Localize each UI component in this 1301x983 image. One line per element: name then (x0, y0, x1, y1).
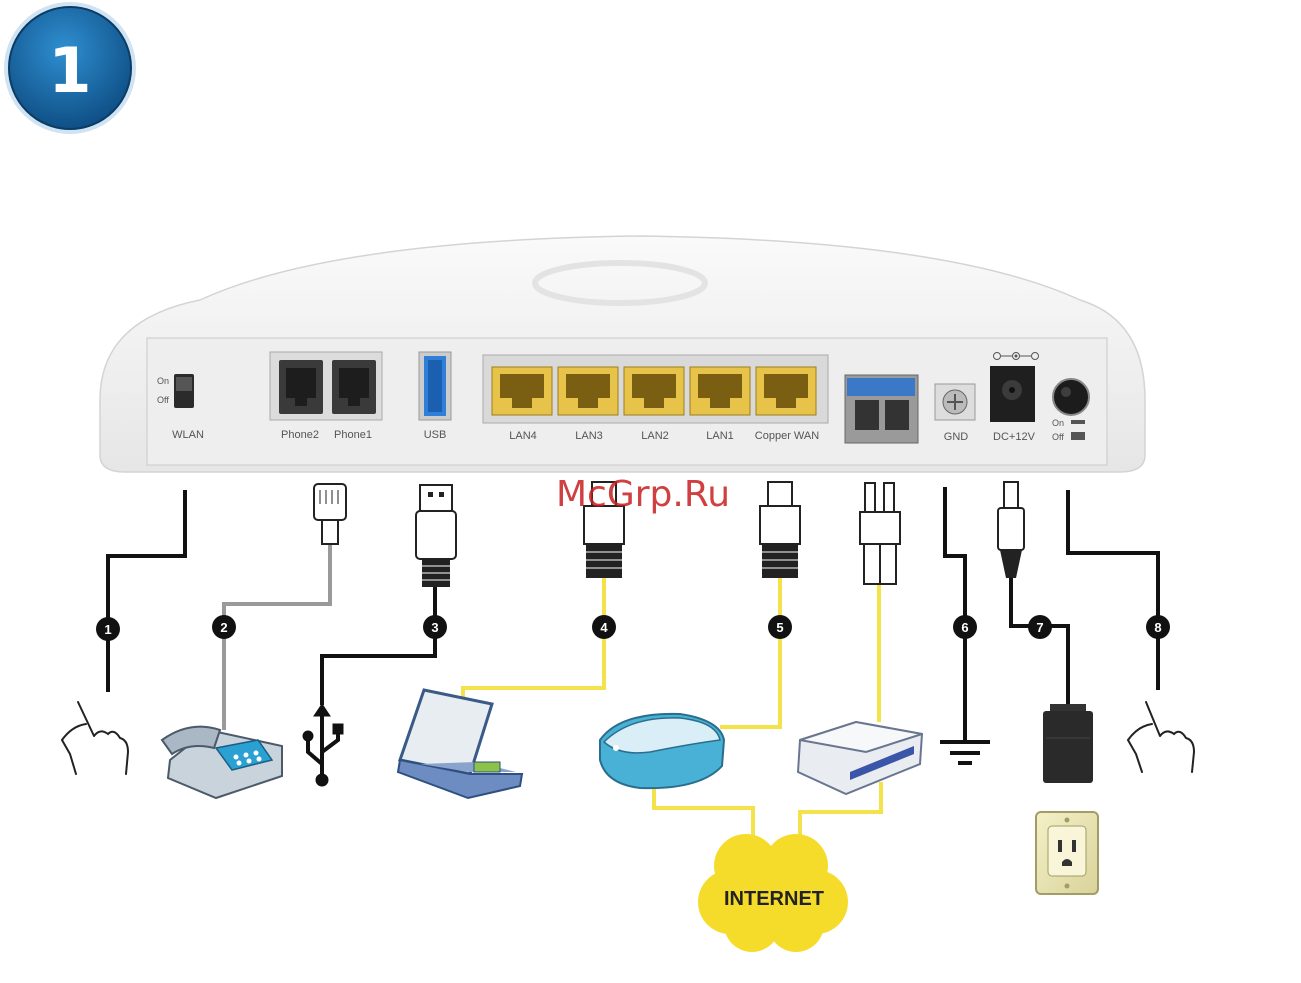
callout-markers: 1 2 3 4 5 6 7 8 (96, 615, 1170, 641)
wlan-line (108, 490, 185, 692)
lan2-port[interactable] (624, 367, 684, 415)
callout-7-number: 7 (1036, 620, 1043, 635)
label-copper-wan: Copper WAN (755, 430, 819, 442)
callout-2-number: 2 (220, 620, 227, 635)
usb-plug-icon (416, 485, 456, 587)
callout-4-number: 4 (600, 620, 608, 635)
copper-wan-port[interactable] (756, 367, 816, 415)
power-adapter-icon (1043, 692, 1093, 783)
internet-label: INTERNET (724, 888, 824, 910)
hand-icon (1128, 702, 1194, 772)
callout-6-number: 6 (961, 620, 968, 635)
lan-cable (463, 578, 604, 698)
hand-icon (62, 702, 128, 774)
router: On Off (100, 236, 1145, 472)
label-phone1: Phone1 (334, 429, 372, 441)
gnd-line (945, 487, 965, 740)
fiber-sfp-port[interactable] (845, 375, 918, 443)
lan1-port[interactable] (690, 367, 750, 415)
wlan-off-label: Off (157, 395, 169, 405)
label-gnd: GND (944, 431, 969, 443)
usb-cable (322, 586, 435, 705)
power-switch-line (1068, 490, 1158, 690)
wall-outlet-icon (1036, 812, 1098, 894)
usb-device-icon (303, 704, 343, 786)
power-off-state-icon (1071, 432, 1085, 440)
telephone-icon (162, 727, 282, 798)
rj45-plug-icon (760, 482, 800, 578)
label-wlan: WLAN (172, 429, 204, 441)
label-usb: USB (424, 429, 447, 441)
phone2-port[interactable] (279, 360, 323, 414)
callout-3-number: 3 (431, 620, 438, 635)
internet-cloud: INTERNET (698, 834, 848, 952)
ont-device-icon (798, 722, 922, 794)
watermark: McGrp.Ru (556, 474, 730, 515)
laptop-icon (398, 690, 522, 798)
label-lan4: LAN4 (509, 430, 537, 442)
gnd-terminal[interactable] (935, 384, 975, 420)
power-off-label: Off (1052, 432, 1064, 442)
phone1-port[interactable] (332, 360, 376, 414)
usb-port[interactable] (419, 352, 451, 420)
label-lan2: LAN2 (641, 430, 669, 442)
lan3-port[interactable] (558, 367, 618, 415)
power-on-label: On (1052, 418, 1064, 428)
step-number: 1 (48, 34, 91, 107)
callout-8-number: 8 (1154, 620, 1161, 635)
label-lan3: LAN3 (575, 430, 603, 442)
callout-5-number: 5 (776, 620, 783, 635)
wan-cable (720, 578, 780, 727)
dc-plug-icon (998, 482, 1024, 578)
dc-power-jack[interactable] (990, 366, 1035, 422)
label-dc12v: DC+12V (993, 431, 1036, 443)
power-button[interactable] (1053, 379, 1089, 415)
modem-icon (600, 714, 724, 788)
step-badge: 1 (4, 2, 136, 134)
power-on-state-icon (1071, 420, 1085, 424)
phone-plug-icon (314, 484, 346, 544)
wlan-switch[interactable] (174, 374, 194, 408)
phone-cable (224, 544, 330, 730)
wlan-on-label: On (157, 376, 169, 386)
label-phone2: Phone2 (281, 429, 319, 441)
ground-icon (940, 742, 990, 763)
lan4-port[interactable] (492, 367, 552, 415)
callout-1-number: 1 (104, 622, 111, 637)
fiber-plug-icon (860, 483, 900, 584)
label-lan1: LAN1 (706, 430, 734, 442)
